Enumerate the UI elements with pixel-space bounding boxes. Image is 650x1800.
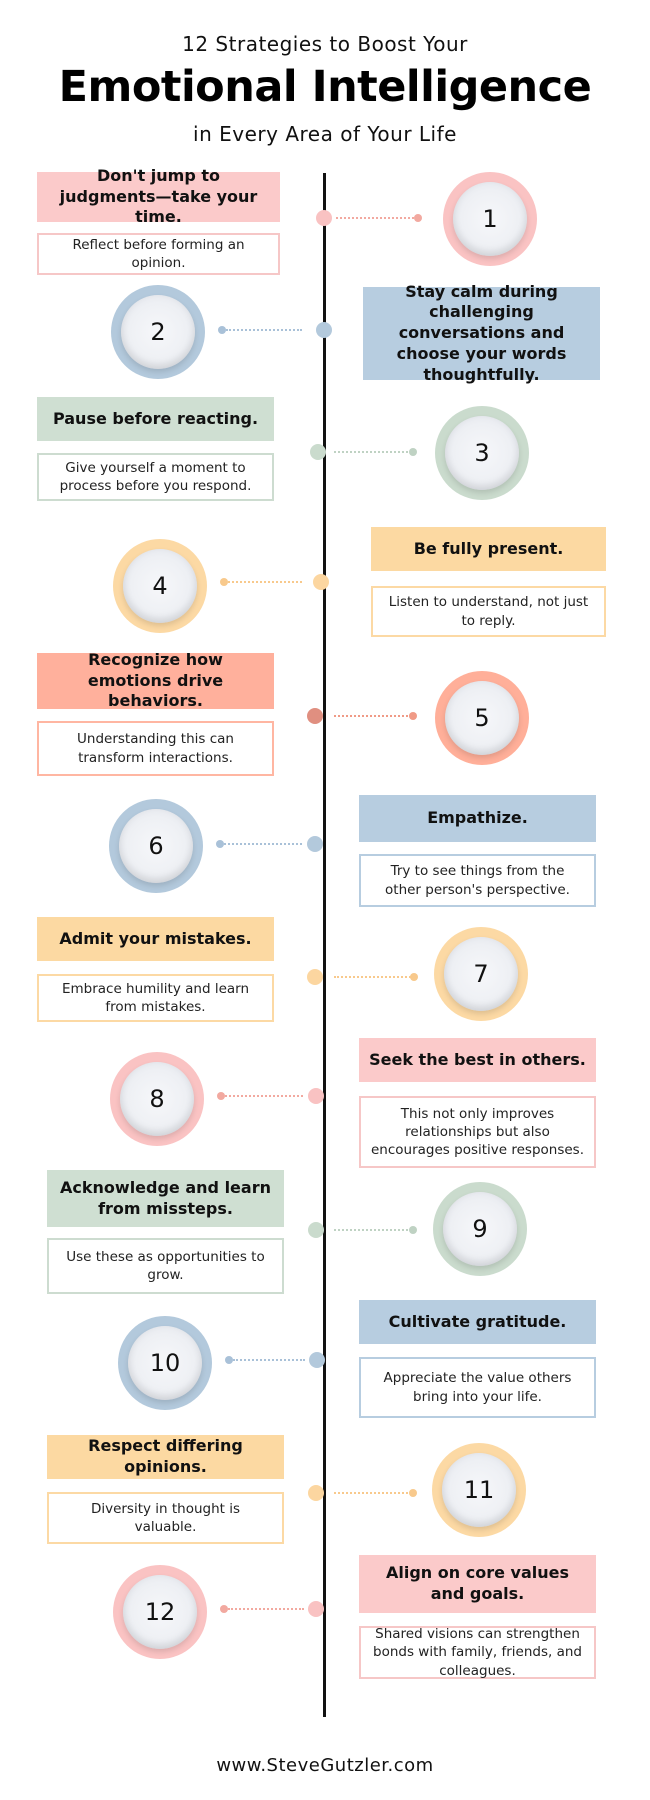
connector-end — [216, 840, 224, 848]
timeline-dot — [308, 1601, 324, 1617]
connector-end — [409, 1226, 417, 1234]
strategy-title: Acknowledge and learn from missteps. — [47, 1170, 284, 1227]
connector — [334, 715, 412, 717]
strategy-number: 10 — [149, 1349, 181, 1377]
pre-title: 12 Strategies to Boost Your — [182, 32, 468, 56]
timeline-dot — [313, 574, 329, 590]
strategy-title: Stay calm during challenging conversatio… — [363, 282, 600, 384]
strategy-title: Admit your mistakes. — [37, 917, 274, 961]
connector — [334, 1229, 412, 1231]
strategy-number: 9 — [472, 1215, 488, 1243]
connector-end — [217, 1092, 225, 1100]
connector-end — [220, 578, 228, 586]
number-circle: 11 — [432, 1443, 526, 1537]
strategy-number: 6 — [148, 832, 164, 860]
strategy-description: Listen to understand, not just to reply. — [371, 586, 606, 637]
connector-end — [409, 1489, 417, 1497]
number-circle: 1 — [443, 172, 537, 266]
strategy-title: Don't jump to judgments—take your time. — [37, 166, 280, 226]
timeline-dot — [307, 969, 323, 985]
strategy-number: 12 — [144, 1598, 176, 1626]
number-circle: 4 — [113, 539, 207, 633]
connector-end — [410, 973, 418, 981]
connector — [228, 581, 302, 583]
timeline-dot — [308, 1485, 324, 1501]
timeline-dot — [309, 1352, 325, 1368]
connector-end — [218, 326, 226, 334]
connector-end — [220, 1605, 228, 1613]
strategy-number: 4 — [152, 572, 168, 600]
number-circle: 6 — [109, 799, 203, 893]
connector — [233, 1359, 305, 1361]
strategy-title: Pause before reacting. — [37, 397, 274, 441]
connector-end — [414, 214, 422, 222]
strategy-title: Align on core values and goals. — [359, 1555, 596, 1613]
strategy-description: Appreciate the value others bring into y… — [359, 1357, 596, 1418]
number-circle: 3 — [435, 406, 529, 500]
timeline-dot — [310, 444, 326, 460]
number-circle: 12 — [113, 1565, 207, 1659]
number-circle: 10 — [118, 1316, 212, 1410]
timeline-line — [323, 173, 326, 1717]
strategy-number: 2 — [150, 318, 166, 346]
strategy-title: Respect differing opinions. — [47, 1435, 284, 1479]
strategy-description: This not only improves relationships but… — [359, 1096, 596, 1168]
strategy-description: Understanding this can transform interac… — [37, 721, 274, 776]
strategy-description: Reflect before forming an opinion. — [37, 233, 280, 275]
strategy-number: 11 — [463, 1476, 495, 1504]
timeline-dot — [316, 322, 332, 338]
timeline-dot — [307, 836, 323, 852]
footer-website: www.SteveGutzler.com — [216, 1755, 434, 1776]
connector — [334, 1492, 412, 1494]
strategy-description: Diversity in thought is valuable. — [47, 1492, 284, 1544]
timeline-dot — [308, 1088, 324, 1104]
strategy-description: Use these as opportunities to grow. — [47, 1238, 284, 1294]
connector — [228, 1608, 304, 1610]
number-circle: 5 — [435, 671, 529, 765]
connector-end — [409, 448, 417, 456]
timeline-dot — [308, 1222, 324, 1238]
connector — [334, 451, 412, 453]
connector — [224, 843, 302, 845]
connector-end — [225, 1356, 233, 1364]
number-circle: 8 — [110, 1052, 204, 1146]
subtitle: in Every Area of Your Life — [193, 122, 457, 146]
timeline-dot — [316, 210, 332, 226]
strategy-description: Shared visions can strengthen bonds with… — [359, 1626, 596, 1679]
strategy-description: Embrace humility and learn from mistakes… — [37, 974, 274, 1022]
connector — [225, 1095, 303, 1097]
number-circle: 9 — [433, 1182, 527, 1276]
connector — [336, 217, 418, 219]
strategy-description: Try to see things from the other person'… — [359, 854, 596, 907]
strategy-number: 5 — [474, 704, 490, 732]
main-title: Emotional Intelligence — [58, 62, 592, 112]
strategy-title: Seek the best in others. — [359, 1038, 596, 1082]
timeline-dot — [307, 708, 323, 724]
strategy-number: 1 — [482, 205, 498, 233]
connector — [226, 329, 302, 331]
strategy-number: 8 — [149, 1085, 165, 1113]
strategy-title: Cultivate gratitude. — [359, 1300, 596, 1344]
number-circle: 2 — [111, 285, 205, 379]
strategy-description: Give yourself a moment to process before… — [37, 453, 274, 501]
strategy-title: Be fully present. — [371, 527, 606, 571]
strategy-title: Recognize how emotions drive behaviors. — [37, 650, 274, 710]
strategy-number: 7 — [473, 960, 489, 988]
connector-end — [409, 712, 417, 720]
connector — [334, 976, 414, 978]
strategy-title: Empathize. — [359, 795, 596, 842]
number-circle: 7 — [434, 927, 528, 1021]
strategy-number: 3 — [474, 439, 490, 467]
